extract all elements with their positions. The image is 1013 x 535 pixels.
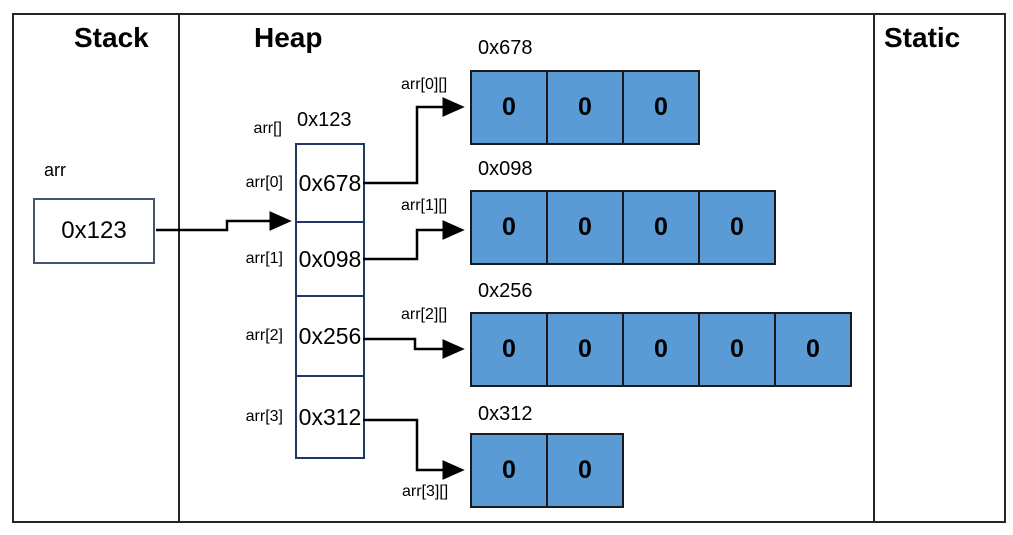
pointer-cell-label: arr[3] bbox=[245, 408, 283, 425]
element-cell: 0 bbox=[472, 72, 548, 143]
pointer-cell-value: 0x312 bbox=[298, 403, 362, 430]
element-cell: 0 bbox=[548, 192, 624, 263]
pointer-cell: arr[0] 0x678 bbox=[246, 145, 363, 223]
element-cell: 0 bbox=[472, 314, 548, 385]
row-address: 0x256 bbox=[478, 280, 533, 302]
element-cell: 0 bbox=[472, 435, 548, 506]
element-cell: 0 bbox=[700, 192, 774, 263]
pointer-cell-value: 0x256 bbox=[298, 322, 362, 349]
pointer-cell-label: arr[1] bbox=[245, 250, 283, 267]
stack-section-title: Stack bbox=[74, 22, 149, 53]
element-cell: 0 bbox=[548, 314, 624, 385]
row-pointer-label: arr[3][] bbox=[402, 483, 449, 500]
pointer-cell: arr[1] 0x098 bbox=[246, 223, 363, 297]
heap-static-divider bbox=[873, 13, 875, 523]
spine-array-label: arr[] bbox=[253, 120, 282, 137]
pointer-cell-value: 0x098 bbox=[298, 245, 362, 272]
row-address: 0x678 bbox=[478, 37, 533, 59]
row-pointer-label: arr[2][] bbox=[401, 306, 448, 323]
pointer-array: arr[0] 0x678 arr[1] 0x098 arr[2] 0x256 a… bbox=[246, 143, 365, 459]
stack-variable-box: 0x123 bbox=[33, 198, 155, 264]
element-cell: 0 bbox=[624, 192, 700, 263]
element-cell: 0 bbox=[548, 72, 624, 143]
element-cell: 0 bbox=[624, 314, 700, 385]
pointer-cell-label: arr[2] bbox=[245, 327, 283, 344]
element-cell: 0 bbox=[472, 192, 548, 263]
pointer-cell: arr[3] 0x312 bbox=[246, 377, 363, 457]
pointer-cell-value: 0x678 bbox=[298, 169, 362, 196]
pointer-cell-label: arr[0] bbox=[245, 174, 283, 191]
row-pointer-label: arr[0][] bbox=[401, 76, 448, 93]
pointer-cell: arr[2] 0x256 bbox=[246, 297, 363, 377]
row-address: 0x312 bbox=[478, 403, 533, 425]
heap-section-title: Heap bbox=[254, 22, 323, 53]
element-cell: 0 bbox=[548, 435, 622, 506]
spine-address: 0x123 bbox=[297, 109, 352, 131]
element-cell: 0 bbox=[624, 72, 698, 143]
row-address: 0x098 bbox=[478, 158, 533, 180]
element-cell: 0 bbox=[776, 314, 850, 385]
row-pointer-label: arr[1][] bbox=[401, 197, 448, 214]
stack-heap-divider bbox=[178, 13, 180, 523]
stack-variable-name: arr bbox=[44, 160, 66, 180]
element-cell: 0 bbox=[700, 314, 776, 385]
static-section-title: Static bbox=[884, 22, 961, 53]
